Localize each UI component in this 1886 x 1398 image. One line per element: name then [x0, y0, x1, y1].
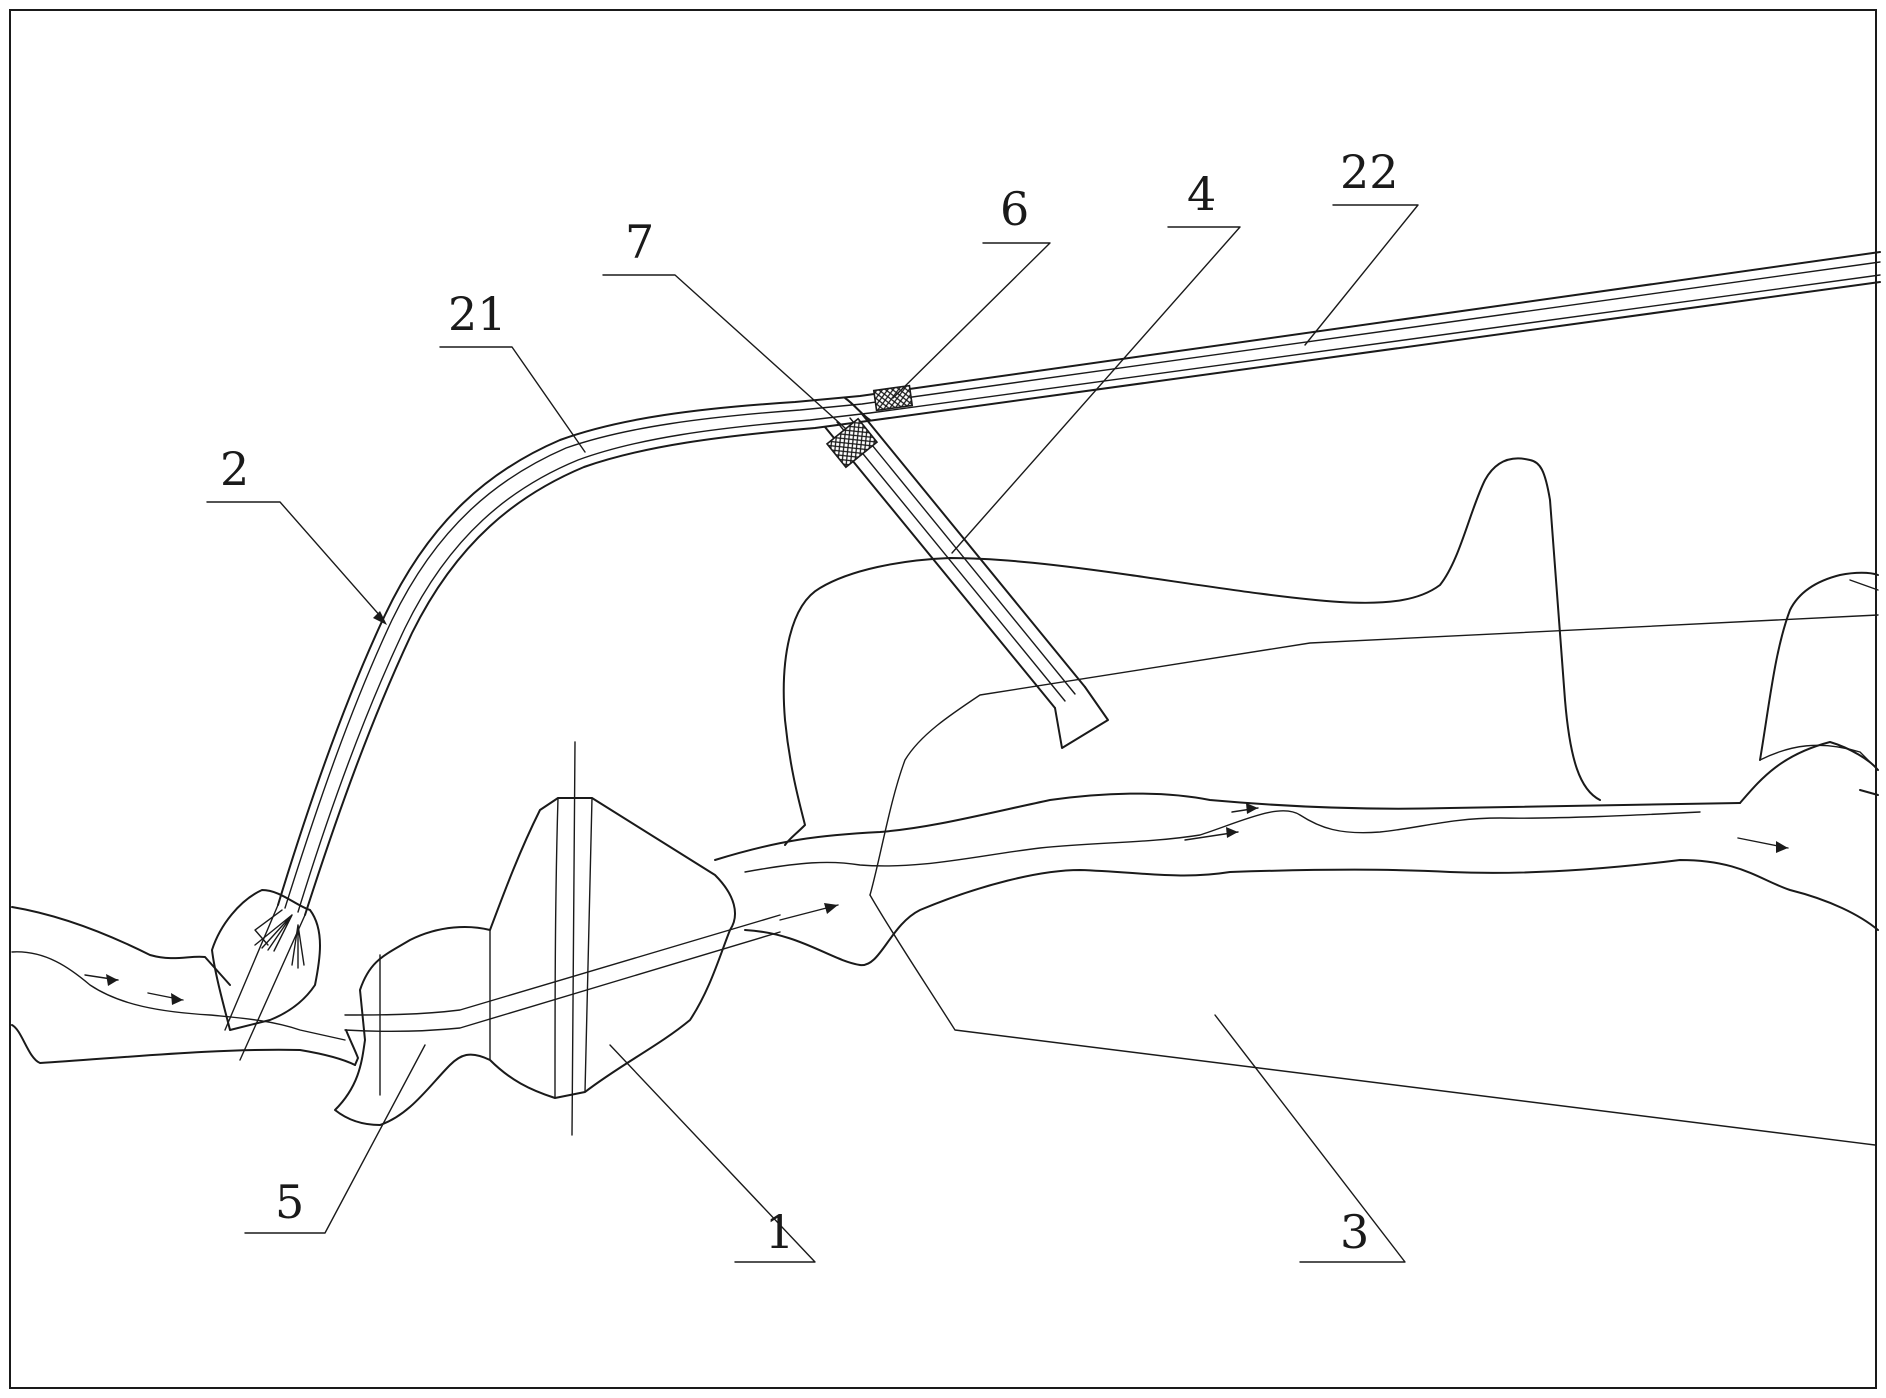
drawing-frame [9, 9, 1877, 1389]
label-22: 22 [1340, 145, 1399, 199]
branch-tunnel [824, 413, 1109, 749]
flow-arrow-icon [84, 974, 119, 986]
label-6: 6 [1000, 182, 1029, 236]
plug-7 [825, 417, 879, 469]
callout-labels: 2 21 7 6 4 22 5 1 3 [220, 145, 1399, 1259]
label-4: 4 [1187, 167, 1216, 221]
dam-structure [334, 741, 781, 1136]
label-21: 21 [448, 287, 507, 341]
tunnel-inlet [211, 889, 321, 1031]
flow-arrow-icon [1737, 837, 1789, 853]
label-5: 5 [275, 1175, 304, 1229]
flow-arrows [84, 803, 1789, 1005]
flow-arrow-icon [1231, 803, 1259, 814]
flow-arrow-icon [779, 903, 839, 921]
leader-lines [206, 204, 1419, 1263]
diversion-tunnel [224, 251, 1881, 1061]
label-1: 1 [765, 1205, 794, 1259]
label-7: 7 [625, 215, 654, 269]
river-terrain [11, 457, 1879, 1066]
flow-arrow-icon [1184, 827, 1239, 841]
zone-3-outline [869, 614, 1879, 1146]
label-3: 3 [1340, 1205, 1369, 1259]
flow-arrow-icon [147, 992, 184, 1005]
label-2: 2 [220, 442, 249, 496]
